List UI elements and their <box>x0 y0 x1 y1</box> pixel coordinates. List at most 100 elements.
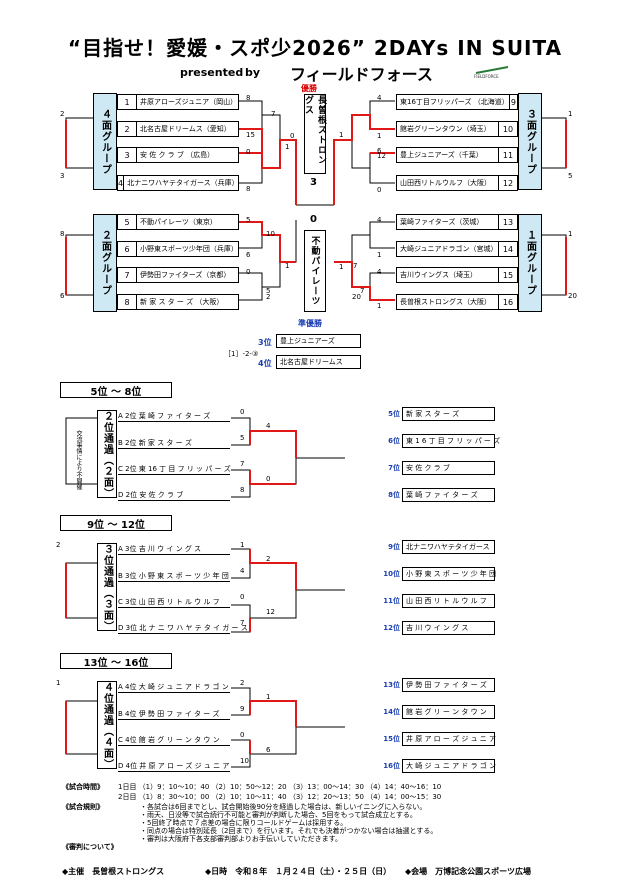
schedule-day1: 1日目 （1）9：10～10：40 （2）10：50～12：20 （3）13：0… <box>118 783 442 791</box>
section-score: 0 <box>240 731 245 739</box>
rule-line: ・各試合は6回までとし、試合開始後90分を経過した場合は、新しいイニングに入らな… <box>140 803 427 811</box>
footer-venue: ◆会場 万博記念公園スポーツ広場 <box>405 867 531 876</box>
score-left: 8 <box>246 185 251 193</box>
team-name: 大崎ジュニアドラゴン（宮城） <box>400 245 498 253</box>
score-left: 1 <box>285 262 290 270</box>
team-name: 長曽根ストロングス（大阪） <box>400 298 491 306</box>
section-score: 2 <box>56 541 61 549</box>
section-header: 13位 ～ 16位 <box>60 653 172 669</box>
team-name: 北名古屋ドリームス（愛知） <box>140 125 231 133</box>
team-name: 館岩グリーンタウン（埼玉） <box>400 125 491 133</box>
team-number: 12 <box>498 176 517 190</box>
team-name: 東16丁目フリッパーズ （北海道） <box>400 98 509 106</box>
section-score: 0 <box>240 593 245 601</box>
result-rank: 9位 <box>388 543 400 551</box>
score-left: 1 <box>285 143 290 151</box>
section-seat: C 3位 山 田 西 リ ト ル ウ ル フ <box>118 597 230 608</box>
team-number: 4 <box>118 176 125 190</box>
result-team: 伊 勢 田 フ ァ イ タ ー ズ <box>402 678 495 692</box>
rule-line: ・雨天、日没等で試合続行不可能と審判が判断した場合、5回をもって試合成立とする。 <box>140 811 417 819</box>
score-right: 1 <box>377 251 382 259</box>
team-row-right: 館岩グリーンタウン（埼玉）10 <box>396 121 518 137</box>
section-seat: A 4位 大 崎 ジ ュ ニ ア ド ラ ゴ ン <box>118 683 230 693</box>
champion-label: 優勝 <box>301 84 317 93</box>
team-number: 15 <box>498 268 517 282</box>
score-left: 5 <box>246 216 251 224</box>
section-seat: A 2位 葉 崎 フ ァ イ タ ー ズ <box>118 411 230 422</box>
schedule-label: 《試合時間》 <box>62 783 104 791</box>
group-3-label: ３面グループ <box>518 93 542 190</box>
team-row-right: 山田西リトルウルフ（大阪）12 <box>396 175 518 191</box>
score-right: 0 <box>377 186 382 194</box>
section-score: 1 <box>240 541 245 549</box>
rule-line: ・5回終了時点で７点差の場合に限りコールドゲームは採用する。 <box>140 819 348 827</box>
score-right: 5 <box>568 172 573 180</box>
team-name: 不動パイレーツ（東京） <box>140 218 217 226</box>
section-score: 8 <box>240 486 245 494</box>
score-right: 12 <box>377 152 386 160</box>
team-name: 豊上ジュニアーズ（千葉） <box>400 151 483 159</box>
sponsor-logo: FIELDFORCE <box>472 63 512 79</box>
team-name: 安 佐 ク ラ ブ （広島） <box>140 151 215 159</box>
score-left: 8 <box>60 230 65 238</box>
score-right: 7 <box>353 262 358 270</box>
result-rank: 10位 <box>383 570 400 578</box>
tiebreak-note: ［1］-2-③ <box>224 350 259 358</box>
team-row-right: 長曽根ストロングス（大阪） 16 <box>396 294 518 310</box>
score-right: 1 <box>339 131 344 139</box>
group-4-label: ４面グループ <box>93 93 117 190</box>
section-score: 5 <box>240 434 245 442</box>
team-number: 16 <box>498 295 517 309</box>
section-side-label: ４位通過（４面） <box>97 681 117 770</box>
rule-line: ・審判は大阪府下各支部審判部よりお手伝いしていただきます。 <box>140 835 342 843</box>
team-row-right: 葉崎ファイターズ（茨城）13 <box>396 214 518 230</box>
section-seat: D 3位 北 ナ ニ ワ ハ ヤ テ タ イ ガ ー ス <box>118 624 248 634</box>
runner-label: 準優勝 <box>298 319 322 328</box>
runner-box: 不動パイレーツ <box>304 230 326 312</box>
score-left: 2 <box>266 293 271 301</box>
score-left: 8 <box>246 94 251 102</box>
champion-box: 長曽根ストロングス <box>303 94 326 174</box>
result-rank: 16位 <box>383 762 400 770</box>
score-right: 4 <box>377 268 382 276</box>
result-team: 東 1 6 丁 目 フ リ ッ パ ー ズ <box>402 434 500 448</box>
section-score: 4 <box>266 422 271 430</box>
result-team: 新 家 ス タ ー ズ <box>402 407 495 421</box>
team-name: 北ナニワハヤテタイガース（兵庫） <box>127 179 239 187</box>
score-left: 6 <box>60 292 65 300</box>
score-right: 4 <box>377 94 382 102</box>
section-side-label: ２位通過（２面） <box>97 410 117 499</box>
team-row-right: 東16丁目フリッパーズ （北海道）9 <box>396 94 518 110</box>
team-name: 吉川ウイングス（埼玉） <box>400 271 477 279</box>
team-number: 8 <box>118 295 137 309</box>
runner-score: 0 <box>310 214 317 225</box>
team-name: 井原アローズジュニア（岡山） <box>140 98 238 106</box>
score-left: 7 <box>271 110 276 118</box>
team-name: 小野東スポーツ少年団（兵庫） <box>140 245 238 253</box>
section-seat: D 4位 井 原 ア ロ ー ズ ジ ュ ニ ア <box>118 762 230 772</box>
result-rank: 15位 <box>383 735 400 743</box>
team-name: 新 家 ス タ ー ズ （大阪） <box>140 298 224 306</box>
score-left: 6 <box>246 251 251 259</box>
sponsor-name: フィールドフォース <box>290 65 433 84</box>
result-team: 大 崎 ジ ュ ニ ア ド ラ ゴ ン <box>402 759 496 773</box>
score-right: 20 <box>352 293 361 301</box>
result-team: 北ナニワハヤテタイガース <box>402 540 495 554</box>
score-left: 2 <box>60 110 65 118</box>
score-right: 1 <box>377 132 382 140</box>
team-row-right: 吉川ウイングス（埼玉） 15 <box>396 267 518 283</box>
result-rank: 5位 <box>388 410 400 418</box>
referee-label: 《審判について》 <box>62 843 118 851</box>
group-2-label: ２面グループ <box>93 214 117 312</box>
page-title: “目指せ！愛媛・スポ少2026” 2DAYs IN SUITA <box>67 36 563 60</box>
section-score: 4 <box>240 567 245 575</box>
rule-line: ・同点の場合は特別延長（2回まで）を行います。それでも決着がつかない場合は抽選と… <box>140 827 438 835</box>
team-number: 11 <box>498 148 517 162</box>
champion-score: 3 <box>310 177 317 188</box>
score-left: 15 <box>246 131 255 139</box>
section-score: 9 <box>240 705 245 713</box>
